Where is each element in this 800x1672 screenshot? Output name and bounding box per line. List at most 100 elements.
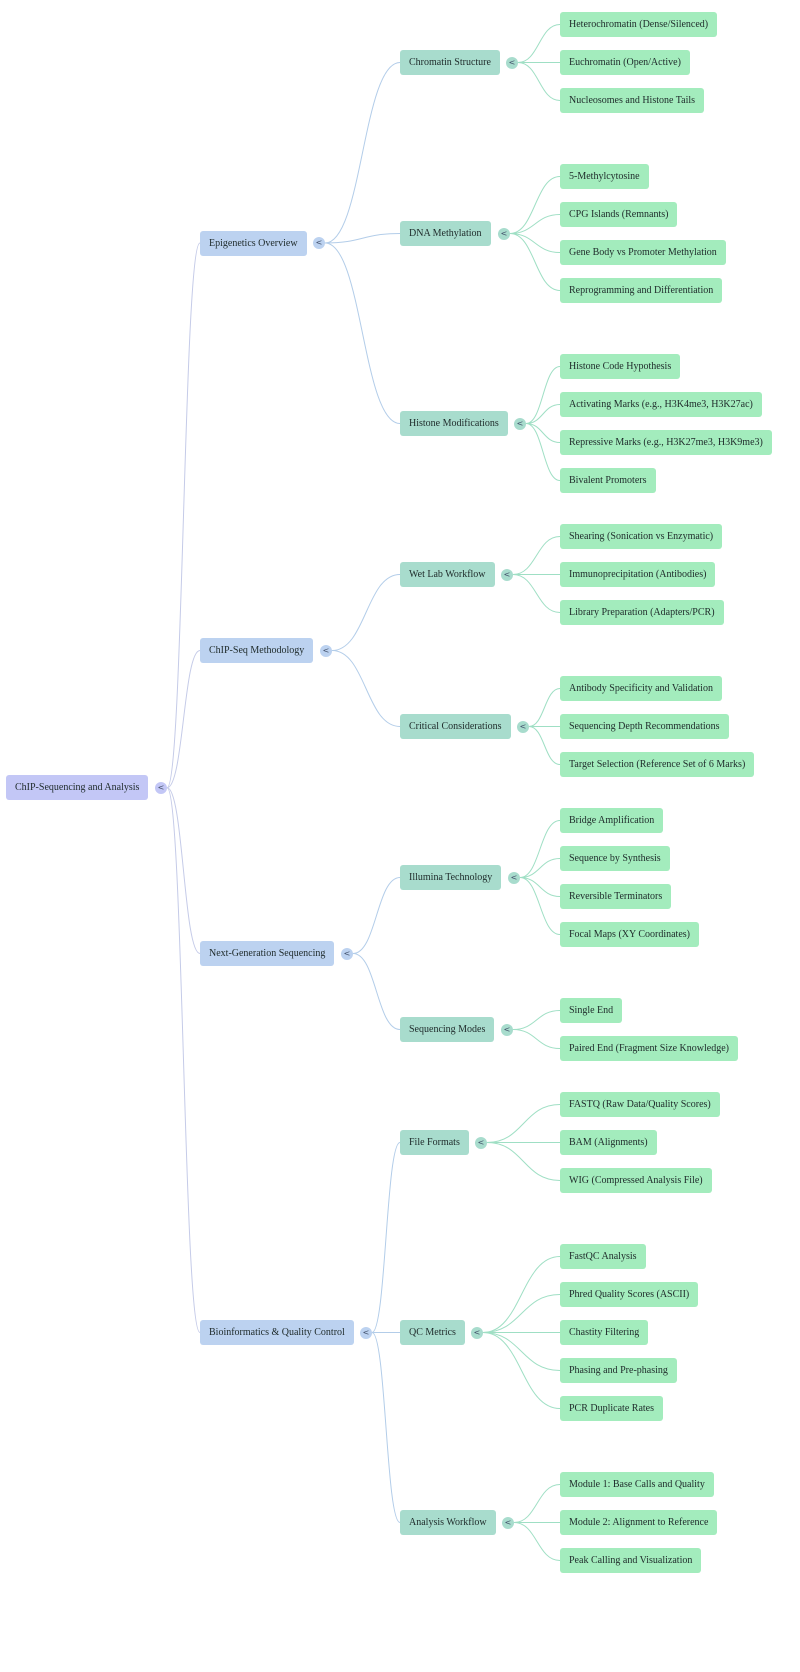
mindmap-topic-file-formats[interactable]: File Formats xyxy=(400,1130,469,1155)
link-to-phasing-and-pre-phasing xyxy=(482,1332,561,1371)
mindmap-topic-illumina-technology[interactable]: Illumina Technology xyxy=(400,865,502,890)
link-to-bivalent-promoters xyxy=(525,423,561,481)
mindmap-topic-qc-metrics[interactable]: QC Metrics xyxy=(400,1320,465,1345)
link-to-heterochromatin-dense-silenced xyxy=(517,24,561,63)
collapse-toggle-icon[interactable]: < xyxy=(501,568,513,581)
mindmap-leaf-bridge-amplification[interactable]: Bridge Amplification xyxy=(560,808,664,833)
link-to-activating-marks-e-g-h3k4me3-h3k27ac xyxy=(525,404,561,424)
mindmap-leaf-5-methylcytosine[interactable]: 5-Methylcytosine xyxy=(560,164,649,189)
link-to-nucleosomes-and-histone-tails xyxy=(517,62,561,101)
link-to-histone-code-hypothesis xyxy=(525,366,561,424)
mindmap-topic-critical-considerations[interactable]: Critical Considerations xyxy=(400,714,511,739)
mindmap-leaf-peak-calling-and-visualization[interactable]: Peak Calling and Visualization xyxy=(560,1548,702,1573)
link-to-chip-seq-methodology xyxy=(166,650,201,789)
link-to-paired-end-fragment-size-knowledge xyxy=(512,1029,561,1049)
mindmap-leaf-immunoprecipitation-antibodies[interactable]: Immunoprecipitation (Antibodies) xyxy=(560,562,716,587)
collapse-toggle-icon[interactable]: < xyxy=(498,227,510,240)
mindmap-leaf-euchromatin-open-active[interactable]: Euchromatin (Open/Active) xyxy=(560,50,690,75)
collapse-toggle-icon[interactable]: < xyxy=(508,871,520,884)
link-to-chromatin-structure xyxy=(324,62,401,244)
mindmap-leaf-reversible-terminators[interactable]: Reversible Terminators xyxy=(560,884,672,909)
link-to-fastq-raw-data-quality-scores xyxy=(486,1104,561,1143)
mindmap-topic-wet-lab-workflow[interactable]: Wet Lab Workflow xyxy=(400,562,495,587)
link-to-reversible-terminators xyxy=(519,877,561,897)
link-to-sequencing-modes xyxy=(352,953,401,1030)
mindmap-leaf-target-selection-reference-set-of-6-marks[interactable]: Target Selection (Reference Set of 6 Mar… xyxy=(560,752,755,777)
collapse-toggle-icon[interactable]: < xyxy=(514,417,526,430)
link-to-pcr-duplicate-rates xyxy=(482,1332,561,1409)
mindmap-leaf-antibody-specificity-and-validation[interactable]: Antibody Specificity and Validation xyxy=(560,676,722,701)
link-to-bioinformatics-quality-control xyxy=(166,787,201,1333)
mindmap-topic-sequencing-modes[interactable]: Sequencing Modes xyxy=(400,1017,495,1042)
mindmap-leaf-chastity-filtering[interactable]: Chastity Filtering xyxy=(560,1320,649,1345)
mindmap-topic-dna-methylation[interactable]: DNA Methylation xyxy=(400,221,491,246)
collapse-toggle-icon[interactable]: < xyxy=(471,1326,483,1339)
mindmap-leaf-paired-end-fragment-size-knowledge[interactable]: Paired End (Fragment Size Knowledge) xyxy=(560,1036,738,1061)
mindmap-branch-bioinformatics-quality-control[interactable]: Bioinformatics & Quality Control xyxy=(200,1320,354,1345)
mindmap-leaf-reprogramming-and-differentiation[interactable]: Reprogramming and Differentiation xyxy=(560,278,723,303)
link-to-5-methylcytosine xyxy=(509,176,561,234)
link-to-epigenetics-overview xyxy=(166,242,201,789)
mindmap-topic-analysis-workflow[interactable]: Analysis Workflow xyxy=(400,1510,496,1535)
mindmap-leaf-sequencing-depth-recommendations[interactable]: Sequencing Depth Recommendations xyxy=(560,714,729,739)
mindmap-branch-next-generation-sequencing[interactable]: Next-Generation Sequencing xyxy=(200,941,335,966)
link-to-single-end xyxy=(512,1010,561,1030)
mindmap-leaf-repressive-marks-e-g-h3k27me3-h3k9me3[interactable]: Repressive Marks (e.g., H3K27me3, H3K9me… xyxy=(560,430,772,455)
link-to-target-selection-reference-set-of-6-marks xyxy=(528,726,561,765)
mindmap-leaf-module-1-base-calls-and-quality[interactable]: Module 1: Base Calls and Quality xyxy=(560,1472,714,1497)
collapse-toggle-icon[interactable]: < xyxy=(313,237,325,249)
link-to-wig-compressed-analysis-file xyxy=(486,1142,561,1181)
mindmap-leaf-module-2-alignment-to-reference[interactable]: Module 2: Alignment to Reference xyxy=(560,1510,718,1535)
link-to-wet-lab-workflow xyxy=(331,574,401,651)
mindmap-leaf-fastqc-analysis[interactable]: FastQC Analysis xyxy=(560,1244,646,1269)
collapse-toggle-icon[interactable]: < xyxy=(502,1516,514,1529)
mindmap-leaf-library-preparation-adapters-pcr[interactable]: Library Preparation (Adapters/PCR) xyxy=(560,600,724,625)
mindmap-leaf-gene-body-vs-promoter-methylation[interactable]: Gene Body vs Promoter Methylation xyxy=(560,240,726,265)
link-to-next-generation-sequencing xyxy=(166,787,201,954)
mindmap-branch-epigenetics-overview[interactable]: Epigenetics Overview xyxy=(200,230,307,256)
mindmap-leaf-heterochromatin-dense-silenced[interactable]: Heterochromatin (Dense/Silenced) xyxy=(560,12,718,37)
link-to-module-1-base-calls-and-quality xyxy=(513,1484,561,1523)
collapse-toggle-icon[interactable]: < xyxy=(155,781,167,794)
mindmap-leaf-phred-quality-scores-ascii[interactable]: Phred Quality Scores (ASCII) xyxy=(560,1282,699,1307)
link-to-focal-maps-xy-coordinates xyxy=(519,877,561,935)
link-to-illumina-technology xyxy=(352,877,401,954)
mindmap-leaf-pcr-duplicate-rates[interactable]: PCR Duplicate Rates xyxy=(560,1396,663,1421)
collapse-toggle-icon[interactable]: < xyxy=(501,1023,513,1036)
collapse-toggle-icon[interactable]: < xyxy=(517,720,529,733)
mindmap-branch-chip-seq-methodology[interactable]: ChIP-Seq Methodology xyxy=(200,638,314,663)
mindmap-leaf-nucleosomes-and-histone-tails[interactable]: Nucleosomes and Histone Tails xyxy=(560,88,705,113)
link-to-file-formats xyxy=(371,1142,401,1333)
mindmap-leaf-wig-compressed-analysis-file[interactable]: WIG (Compressed Analysis File) xyxy=(560,1168,712,1193)
mindmap-leaf-cpg-islands-remnants[interactable]: CPG Islands (Remnants) xyxy=(560,202,678,227)
mindmap-leaf-histone-code-hypothesis[interactable]: Histone Code Hypothesis xyxy=(560,354,681,379)
mindmap-leaf-single-end[interactable]: Single End xyxy=(560,998,623,1023)
collapse-toggle-icon[interactable]: < xyxy=(320,644,332,657)
collapse-toggle-icon[interactable]: < xyxy=(475,1136,487,1149)
mindmap-topic-histone-modifications[interactable]: Histone Modifications xyxy=(400,411,508,436)
mindmap-leaf-bivalent-promoters[interactable]: Bivalent Promoters xyxy=(560,468,656,493)
collapse-toggle-icon[interactable]: < xyxy=(360,1326,372,1339)
mindmap-leaf-bam-alignments[interactable]: BAM (Alignments) xyxy=(560,1130,657,1155)
collapse-toggle-icon[interactable]: < xyxy=(506,56,518,69)
link-to-peak-calling-and-visualization xyxy=(513,1522,561,1561)
mindmap-topic-chromatin-structure[interactable]: Chromatin Structure xyxy=(400,50,500,75)
link-to-sequence-by-synthesis xyxy=(519,858,561,878)
mindmap-leaf-focal-maps-xy-coordinates[interactable]: Focal Maps (XY Coordinates) xyxy=(560,922,699,947)
link-to-dna-methylation xyxy=(324,233,401,244)
link-to-bridge-amplification xyxy=(519,820,561,878)
link-to-shearing-sonication-vs-enzymatic xyxy=(512,536,561,575)
link-to-critical-considerations xyxy=(331,650,401,727)
link-to-reprogramming-and-differentiation xyxy=(509,233,561,291)
mindmap-leaf-shearing-sonication-vs-enzymatic[interactable]: Shearing (Sonication vs Enzymatic) xyxy=(560,524,723,549)
mindmap-leaf-phasing-and-pre-phasing[interactable]: Phasing and Pre-phasing xyxy=(560,1358,677,1383)
mindmap-leaf-fastq-raw-data-quality-scores[interactable]: FASTQ (Raw Data/Quality Scores) xyxy=(560,1092,720,1117)
link-to-antibody-specificity-and-validation xyxy=(528,688,561,727)
link-to-fastqc-analysis xyxy=(482,1256,561,1333)
link-to-cpg-islands-remnants xyxy=(509,214,561,234)
link-to-phred-quality-scores-ascii xyxy=(482,1294,561,1333)
mindmap-root-chip-sequencing-and-analysis[interactable]: ChIP-Sequencing and Analysis xyxy=(6,775,149,801)
collapse-toggle-icon[interactable]: < xyxy=(341,947,353,960)
mindmap-leaf-sequence-by-synthesis[interactable]: Sequence by Synthesis xyxy=(560,846,670,871)
mindmap-leaf-activating-marks-e-g-h3k4me3-h3k27ac[interactable]: Activating Marks (e.g., H3K4me3, H3K27ac… xyxy=(560,392,762,417)
